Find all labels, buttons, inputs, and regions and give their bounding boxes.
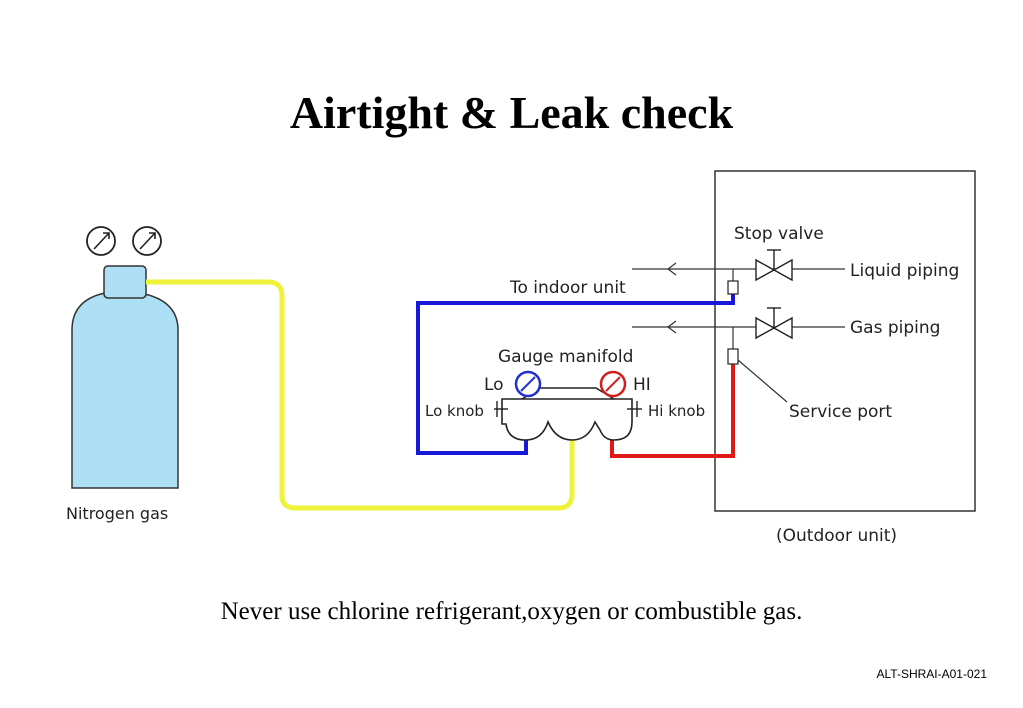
hi-label: HI [633,375,651,395]
hi-knob-label: Hi knob [648,402,705,420]
lo-side-hose [416,294,735,455]
gas-service-port [727,348,739,365]
warning-text: Never use chlorine refrigerant,oxygen or… [220,598,803,625]
document-code: ALT-SHRAI-A01-021 [876,667,988,681]
cylinder-gauge-icon [86,226,162,256]
liquid-service-port [727,280,739,295]
lo-knob-label: Lo knob [425,402,484,420]
slide-title: Airtight & Leak check [289,87,734,138]
outdoor-unit-label: (Outdoor unit) [776,526,897,546]
liquid-stop-valve-icon [755,249,793,282]
service-port-label: Service port [789,402,892,422]
hi-side-hose [610,364,735,458]
lo-gauge-icon [514,370,542,398]
outdoor-unit-box [714,170,976,512]
gauge-manifold [494,387,642,441]
nitrogen-hose [146,279,575,511]
stop-valve-label: Stop valve [734,224,824,244]
to-indoor-unit-label: To indoor unit [509,278,626,298]
service-port-leader [737,359,788,403]
gas-stop-valve-icon [755,307,793,340]
gauge-manifold-label: Gauge manifold [498,347,633,367]
hi-gauge-icon [599,370,627,398]
gas-piping-label: Gas piping [850,318,940,338]
lo-label: Lo [484,375,504,395]
nitrogen-gas-label: Nitrogen gas [66,504,168,523]
nitrogen-cylinder [71,265,179,489]
liquid-piping-label: Liquid piping [850,261,959,281]
